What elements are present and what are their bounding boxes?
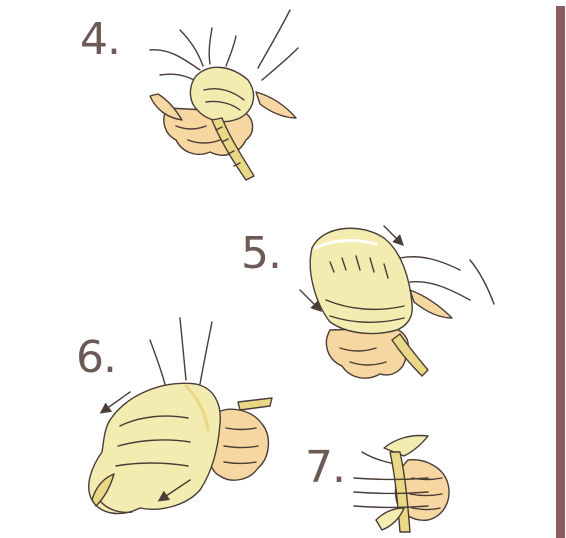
- step-6-illustration: [89, 318, 272, 514]
- step-7-number: 7.: [305, 446, 345, 490]
- step-5-number: 5.: [241, 232, 281, 276]
- step-4-illustration: [150, 10, 298, 180]
- step-6-number: 6.: [76, 336, 116, 380]
- side-border-bar: [556, 6, 565, 538]
- step-4-number: 4.: [80, 18, 120, 62]
- step-7-illustration: [354, 436, 449, 533]
- step-5-illustration: [300, 226, 494, 378]
